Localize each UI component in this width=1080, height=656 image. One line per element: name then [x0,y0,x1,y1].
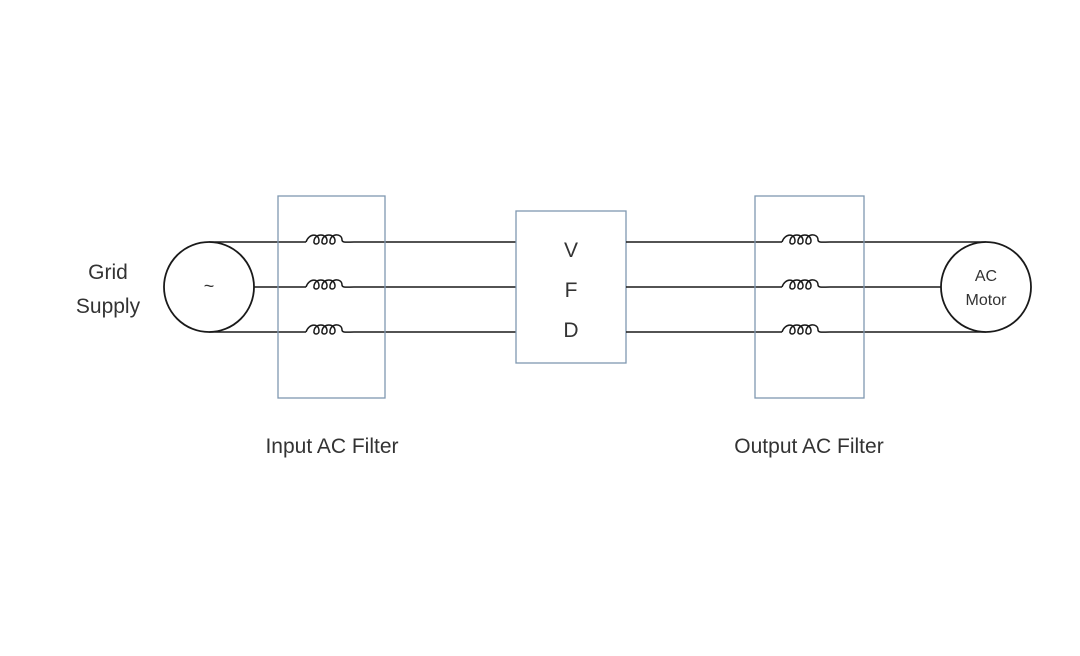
ac-source-symbol: ~ [204,276,215,296]
vfd-letter-f: F [565,279,578,302]
inductor-icon [305,234,355,245]
output-filter-box [754,195,865,399]
grid-supply-label-line-2: Supply [76,295,141,318]
ac-motor: AC Motor [940,241,1032,333]
output-wires [626,241,986,333]
output-inductors [781,234,831,335]
grid-supply-label-line-1: Grid [88,261,128,284]
vfd-box [515,210,627,364]
inductor-icon [781,324,831,335]
grid-supply-label: Grid Supply [76,261,141,318]
input-filter-box [277,195,386,399]
vfd-letter-d: D [563,319,578,342]
inductor-icon [781,279,831,290]
motor-label-line-2: Motor [966,292,1008,309]
inductor-icon [305,324,355,335]
motor-label-line-1: AC [975,268,997,285]
vfd-letter-v: V [564,239,578,262]
motor-circle [940,241,1032,333]
vfd-block: V F D [515,210,627,364]
inductor-icon [781,234,831,245]
input-inductors [305,234,355,335]
input-filter-label: Input AC Filter [265,435,398,458]
grid-supply-source: ~ [163,241,255,333]
inductor-icon [305,279,355,290]
output-filter-label: Output AC Filter [734,435,883,458]
input-wires [232,241,516,333]
